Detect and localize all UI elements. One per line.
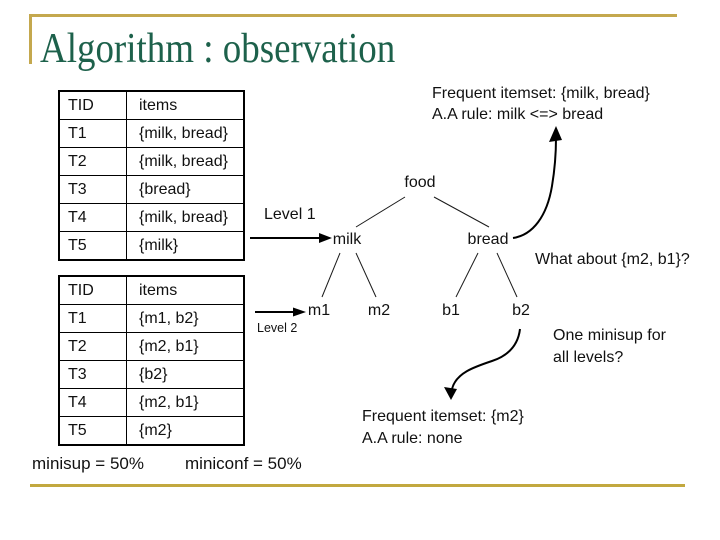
table-row: T2{m2, b1}	[58, 332, 245, 361]
cell-items: {m2, b1}	[126, 332, 245, 361]
cell-tid: T1	[58, 119, 127, 148]
cell-items: {bread}	[126, 175, 245, 204]
cell-items: {m2, b1}	[126, 388, 245, 417]
table-row: T3{bread}	[58, 175, 245, 204]
tree-node-m1: m1	[307, 302, 331, 319]
table-row: T1{m1, b2}	[58, 304, 245, 333]
level2-label: Level 2	[257, 321, 298, 335]
annotation-frequent-itemset-bottom: Frequent itemset: {m2} A.A rule: none	[362, 406, 524, 450]
table-row: T5{m2}	[58, 416, 245, 446]
cell-items: {b2}	[126, 360, 245, 389]
cell-tid: T2	[58, 332, 127, 361]
annotation-line: all levels?	[553, 349, 624, 366]
table-header-row: TID items	[58, 275, 245, 305]
header-tid: TID	[58, 275, 127, 305]
header-items: items	[126, 275, 245, 305]
cell-tid: T3	[58, 360, 127, 389]
cell-items: {m1, b2}	[126, 304, 245, 333]
tree-node-milk: milk	[332, 231, 362, 248]
cell-items: {milk, bread}	[126, 203, 245, 232]
level1-arrow-icon	[250, 233, 332, 243]
annotation-frequent-itemset-top: Frequent itemset: {milk, bread} A.A rule…	[432, 83, 650, 125]
table-row: T2{milk, bread}	[58, 147, 245, 176]
table-row: T4{milk, bread}	[58, 203, 245, 232]
cell-tid: T5	[58, 416, 127, 446]
annotation-what-about: What about {m2, b1}?	[535, 251, 690, 268]
curved-arrow-b2-to-bottom-annotation-icon	[444, 328, 521, 400]
cell-tid: T2	[58, 147, 127, 176]
minisup-value: minisup = 50%	[32, 454, 144, 473]
gold-bottom-rule	[30, 484, 685, 487]
level1-label: Level 1	[264, 206, 316, 223]
tree-node-b2: b2	[512, 302, 530, 319]
tree-node-m2: m2	[367, 302, 391, 319]
header-items: items	[126, 90, 245, 120]
annotation-line: One minisup for	[553, 327, 666, 344]
cell-items: {milk}	[126, 231, 245, 261]
edge-food-bread	[433, 196, 490, 228]
annotation-one-minisup: One minisup for all levels?	[553, 325, 666, 369]
slide-title: Algorithm : observation	[40, 26, 396, 72]
header-tid: TID	[58, 90, 127, 120]
cell-tid: T1	[58, 304, 127, 333]
gold-left-rule	[29, 14, 32, 64]
miniconf-value: miniconf = 50%	[185, 454, 302, 473]
table-row: T3{b2}	[58, 360, 245, 389]
table-row: T4{m2, b1}	[58, 388, 245, 417]
cell-items: {milk, bread}	[126, 147, 245, 176]
cell-tid: T5	[58, 231, 127, 261]
tree-node-bread: bread	[467, 231, 509, 248]
tree-node-food: food	[404, 174, 436, 191]
annotation-line: Frequent itemset: {milk, bread}	[432, 85, 650, 102]
edge-bread-b2	[496, 252, 518, 298]
annotation-line: Frequent itemset: {m2}	[362, 408, 524, 425]
table-row: T1{milk, bread}	[58, 119, 245, 148]
edge-milk-m2	[355, 252, 377, 298]
table-row: T5{milk}	[58, 231, 245, 261]
curved-arrow-bread-to-top-annotation-icon	[512, 126, 562, 239]
cell-tid: T4	[58, 388, 127, 417]
cell-items: {milk, bread}	[126, 119, 245, 148]
gold-top-rule	[30, 14, 677, 17]
transactions-table-items: TID items T1{milk, bread} T2{milk, bread…	[58, 90, 245, 261]
cell-tid: T4	[58, 203, 127, 232]
edge-milk-m1	[321, 252, 341, 298]
table-header-row: TID items	[58, 90, 245, 120]
annotation-line: A.A rule: none	[362, 430, 463, 447]
tree-node-b1: b1	[442, 302, 460, 319]
level2-arrow-icon	[255, 307, 306, 317]
annotation-line: A.A rule: milk <=> bread	[432, 106, 604, 123]
edge-bread-b1	[455, 252, 479, 298]
transactions-table-coded: TID items T1{m1, b2} T2{m2, b1} T3{b2} T…	[58, 275, 245, 446]
cell-tid: T3	[58, 175, 127, 204]
edge-food-milk	[355, 196, 406, 228]
cell-items: {m2}	[126, 416, 245, 446]
